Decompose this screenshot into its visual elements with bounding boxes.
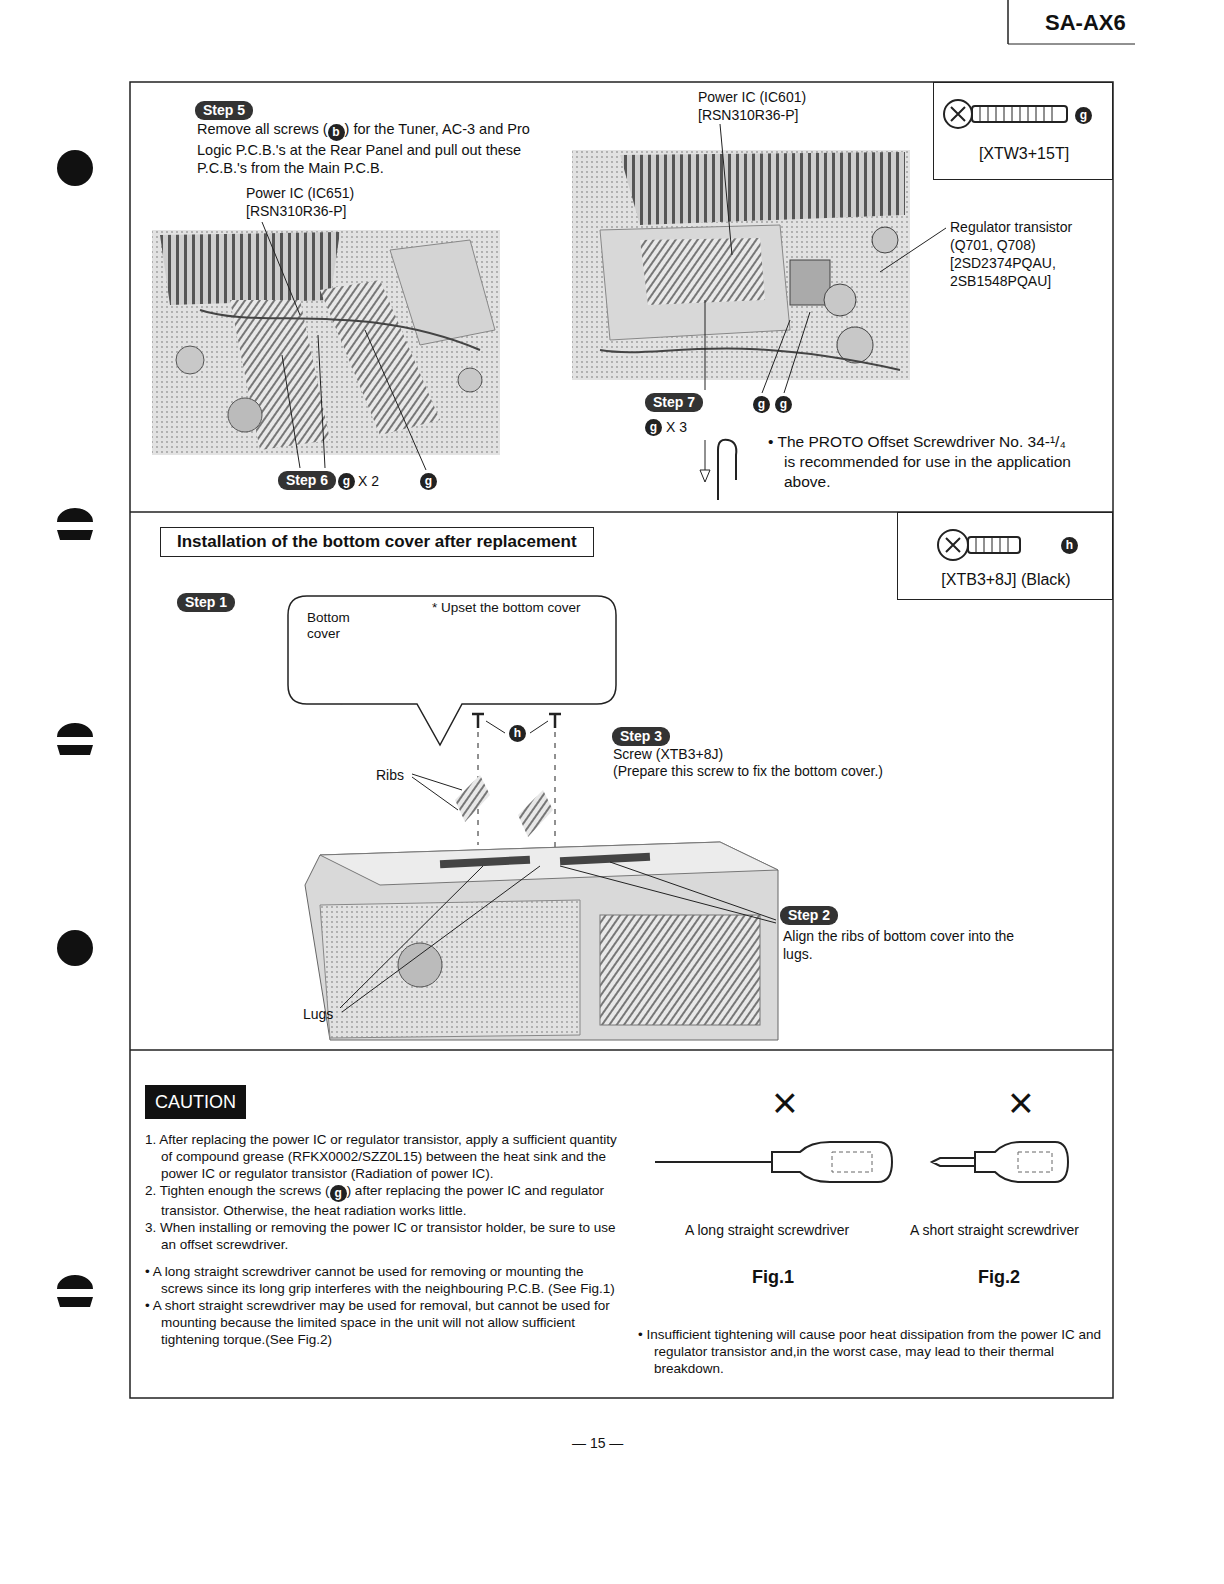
step-badge: Step 7 <box>645 393 703 412</box>
caution-bullet: • A short straight screwdriver may be us… <box>145 1298 610 1347</box>
step-badge: Step 2 <box>780 906 838 925</box>
part-label: Lugs <box>303 1005 333 1023</box>
node-text: Step 7 <box>653 394 695 410</box>
model-number: SA-AX6 <box>1045 14 1126 32</box>
caution-item: 1. After replacing the power IC or regul… <box>145 1132 617 1181</box>
node-text: Installation of the bottom cover after r… <box>177 532 577 551</box>
caution-bullet: • Insufficient tightening will cause poo… <box>638 1326 1126 1377</box>
callout-letter: g <box>420 473 437 490</box>
callout-bubble: Bottom cover * Upset the bottom cover <box>287 595 617 705</box>
prohibited-mark: × <box>772 1078 798 1128</box>
prohibited-mark: × <box>1008 1078 1034 1128</box>
page-number: — 15 — <box>572 1434 623 1452</box>
quantity: X 2 <box>358 472 379 490</box>
part-label: Power IC (IC651) [RSN310R36-P] <box>246 184 381 220</box>
paragraph: Remove all screws (b) for the Tuner, AC-… <box>197 120 542 177</box>
node-text: * Upset the bottom cover <box>432 600 581 615</box>
node-text: Step 3 <box>620 728 662 744</box>
node-text: Step 2 <box>788 907 830 923</box>
step-badge: Step 1 <box>177 593 235 612</box>
paragraph: • A long straight screwdriver cannot be … <box>145 1263 621 1297</box>
caution-item: 2. Tighten enough the screws ( <box>145 1183 330 1198</box>
screw-legend-box: g [XTW3+15T] <box>933 82 1113 180</box>
paragraph: 2. Tighten enough the screws (g) after r… <box>145 1182 621 1219</box>
callout-letter: b <box>328 124 345 141</box>
note-text: • The PROTO Offset Screwdriver No. 34-¹/… <box>768 432 1074 492</box>
part-label: Ribs <box>376 766 404 784</box>
step-badge: Step 3 <box>612 727 670 746</box>
screw-legend-box: h [XTB3+8J] (Black) <box>897 512 1113 600</box>
instruction-text: (Prepare this screw to fix the bottom co… <box>613 762 883 780</box>
paragraph: • A short straight screwdriver may be us… <box>145 1297 621 1348</box>
quantity: X 3 <box>666 418 687 436</box>
caution-item: 3. When installing or removing the power… <box>145 1220 615 1252</box>
instruction-text: Align the ribs of bottom cover into the … <box>783 927 1023 963</box>
node-text: h <box>1061 537 1078 554</box>
node-text: [XTW3+15T] <box>934 145 1114 163</box>
callout-letter: g <box>645 419 662 436</box>
text-flow: Remove all screws (b) for the Tuner, AC-… <box>197 120 542 177</box>
figure-caption: A short straight screwdriver <box>910 1221 1079 1239</box>
figure-number: Fig.2 <box>978 1268 1020 1286</box>
node-text: Step 1 <box>185 594 227 610</box>
paragraph: 1. After replacing the power IC or regul… <box>145 1131 621 1182</box>
node-text: Step 6 <box>286 472 328 488</box>
callout-letter: g <box>753 396 770 413</box>
bubble-path <box>288 596 616 745</box>
section-title-box: Installation of the bottom cover after r… <box>160 527 594 557</box>
callout-letter: g <box>338 473 355 490</box>
node-text: Step 5 <box>203 102 245 118</box>
node-text: Bottom cover <box>307 610 382 642</box>
part-label: Power IC (IC601) [RSN310R36-P] <box>698 88 833 124</box>
figure-number: Fig.1 <box>752 1268 794 1286</box>
instruction-text: Screw (XTB3+8J) <box>613 745 723 763</box>
caution-badge: CAUTION <box>145 1085 246 1119</box>
node-text: CAUTION <box>155 1092 236 1112</box>
step-badge: Step 6 <box>278 471 336 490</box>
callout-letter: g <box>330 1185 347 1202</box>
callout-letter: h <box>509 725 526 742</box>
caution-bullet: • A long straight screwdriver cannot be … <box>145 1264 615 1296</box>
paragraph: 3. When installing or removing the power… <box>145 1219 621 1253</box>
callout-letter: g <box>775 396 792 413</box>
instruction-text: Remove all screws ( <box>197 121 328 137</box>
node-text: [XTB3+8J] (Black) <box>898 571 1114 589</box>
node-text: g <box>1075 107 1092 124</box>
figure-caption: A long straight screwdriver <box>685 1221 849 1239</box>
step-badge: Step 5 <box>195 101 253 120</box>
part-label: Regulator transistor (Q701, Q708) [2SD23… <box>950 218 1100 290</box>
text-flow: 1. After replacing the power IC or regul… <box>145 1131 621 1348</box>
